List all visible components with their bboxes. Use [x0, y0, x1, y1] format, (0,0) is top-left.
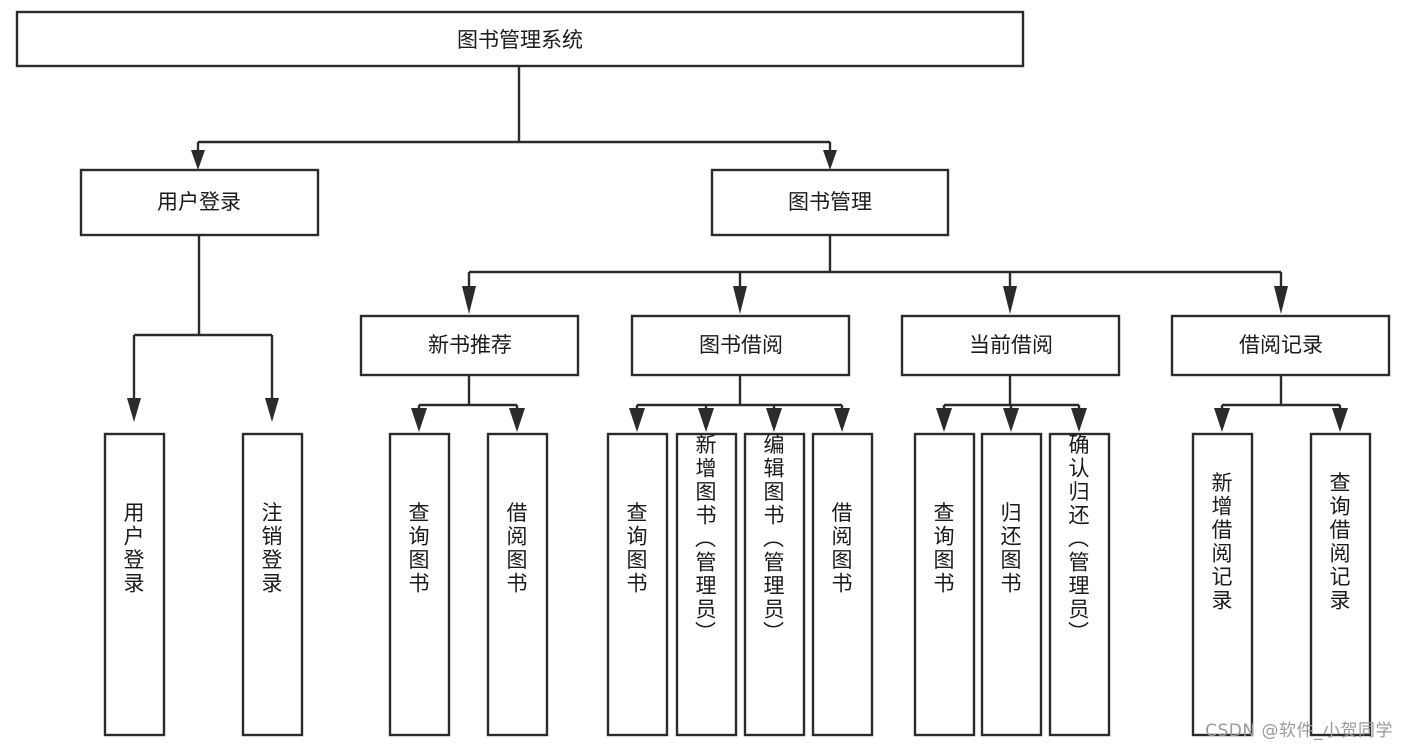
node-leaf-confirm-return[interactable]: 确认归还（管理员） — [1048, 432, 1111, 737]
arrowhead-leaf-borrow-book-1 — [509, 408, 525, 432]
arrowhead-leaf-user-logout — [265, 398, 279, 422]
node-leaf-edit-book[interactable]: 编辑图书（管理员） — [743, 432, 806, 737]
arrowhead-leaf-query-book-2 — [629, 408, 645, 432]
node-leaf-edit-book-label: 编辑图书（管理员） — [763, 433, 785, 645]
node-book-management-box[interactable] — [710, 168, 950, 237]
node-leaf-query-book-2[interactable]: 查询图书 — [606, 432, 669, 737]
arrowhead-leaf-add-book — [698, 408, 714, 432]
node-leaf-add-record[interactable]: 新增借阅记录 — [1191, 432, 1254, 737]
node-root-box[interactable] — [15, 10, 1025, 68]
node-book-borrow-box[interactable] — [630, 314, 851, 377]
node-new-book-recommend[interactable]: 新书推荐 — [359, 314, 580, 377]
arrowhead-leaf-add-record — [1214, 408, 1230, 432]
node-borrow-record[interactable]: 借阅记录 — [1170, 314, 1391, 377]
node-leaf-query-book-2-box[interactable] — [606, 432, 669, 737]
node-current-borrow-label: 当前借阅 — [969, 333, 1053, 357]
node-leaf-return-book-box[interactable] — [980, 432, 1043, 737]
node-current-borrow[interactable]: 当前借阅 — [900, 314, 1121, 377]
node-leaf-borrow-book-2-label: 借阅图书 — [832, 501, 853, 596]
arrowhead-leaf-user-login — [127, 398, 141, 422]
node-leaf-add-book[interactable]: 新增图书（管理员） — [675, 432, 738, 737]
node-leaf-borrow-book-1-box[interactable] — [486, 432, 549, 737]
arrowhead-leaf-confirm-return — [1071, 408, 1087, 432]
node-leaf-borrow-book-1[interactable]: 借阅图书 — [486, 432, 549, 737]
arrowhead-user-login — [191, 150, 205, 170]
node-leaf-user-login-box[interactable] — [103, 432, 166, 737]
node-leaf-query-book-3-label: 查询图书 — [934, 501, 955, 596]
node-book-borrow-label: 图书借阅 — [699, 333, 783, 357]
arrowhead-leaf-query-book-3 — [936, 408, 952, 432]
node-leaf-user-logout-label: 注销登录 — [262, 501, 283, 596]
node-leaf-query-book-3-box[interactable] — [913, 432, 976, 737]
node-leaf-query-book-3[interactable]: 查询图书 — [913, 432, 976, 737]
arrowhead-leaf-return-book — [1003, 408, 1019, 432]
node-new-book-recommend-label: 新书推荐 — [428, 333, 512, 357]
node-book-management-label: 图书管理 — [788, 190, 872, 214]
connector-layer — [127, 66, 1348, 432]
node-leaf-user-logout[interactable]: 注销登录 — [241, 432, 304, 737]
node-leaf-add-record-label: 新增借阅记录 — [1212, 471, 1233, 613]
node-leaf-query-book-1[interactable]: 查询图书 — [388, 432, 451, 737]
node-user-login-label: 用户登录 — [157, 190, 241, 214]
node-leaf-add-book-label: 新增图书（管理员） — [695, 433, 717, 645]
node-leaf-confirm-return-box[interactable] — [1048, 432, 1111, 737]
arrowhead-book-borrow — [733, 286, 747, 314]
arrowhead-leaf-query-record — [1332, 408, 1348, 432]
node-book-borrow[interactable]: 图书借阅 — [630, 314, 851, 377]
node-leaf-query-book-2-label: 查询图书 — [627, 501, 648, 596]
node-leaf-borrow-book-2-box[interactable] — [811, 432, 874, 737]
node-leaf-return-book[interactable]: 归还图书 — [980, 432, 1043, 737]
arrowhead-new-book-recommend — [462, 286, 476, 314]
node-current-borrow-box[interactable] — [900, 314, 1121, 377]
node-leaf-query-book-1-box[interactable] — [388, 432, 451, 737]
node-borrow-record-box[interactable] — [1170, 314, 1391, 377]
node-leaf-borrow-book-1-label: 借阅图书 — [507, 501, 528, 596]
node-leaf-query-record[interactable]: 查询借阅记录 — [1309, 432, 1372, 737]
arrowhead-book-management — [823, 150, 837, 170]
arrowhead-leaf-query-book-1 — [411, 408, 427, 432]
node-user-login[interactable]: 用户登录 — [79, 168, 320, 237]
node-leaf-add-record-box[interactable] — [1191, 432, 1254, 737]
node-new-book-recommend-box[interactable] — [359, 314, 580, 377]
node-root[interactable]: 图书管理系统 — [15, 10, 1025, 68]
node-book-management[interactable]: 图书管理 — [710, 168, 950, 237]
node-leaf-add-book-box[interactable] — [675, 432, 738, 737]
arrowhead-current-borrow — [1003, 286, 1017, 314]
node-user-login-box[interactable] — [79, 168, 320, 237]
node-leaf-edit-book-box[interactable] — [743, 432, 806, 737]
node-root-label: 图书管理系统 — [457, 28, 583, 52]
node-leaf-user-logout-box[interactable] — [241, 432, 304, 737]
node-leaf-query-book-1-label: 查询图书 — [409, 501, 430, 596]
node-borrow-record-label: 借阅记录 — [1239, 333, 1323, 357]
node-leaf-query-record-label: 查询借阅记录 — [1330, 471, 1351, 613]
arrowhead-borrow-record — [1274, 286, 1288, 314]
node-leaf-return-book-label: 归还图书 — [1001, 501, 1022, 596]
node-leaf-user-login-label: 用户登录 — [124, 501, 145, 596]
arrowhead-leaf-borrow-book-2 — [834, 408, 850, 432]
node-leaf-confirm-return-label: 确认归还（管理员） — [1068, 433, 1090, 645]
node-leaf-borrow-book-2[interactable]: 借阅图书 — [811, 432, 874, 737]
node-leaf-user-login[interactable]: 用户登录 — [103, 432, 166, 737]
node-leaf-query-record-box[interactable] — [1309, 432, 1372, 737]
arrowhead-leaf-edit-book — [766, 408, 782, 432]
